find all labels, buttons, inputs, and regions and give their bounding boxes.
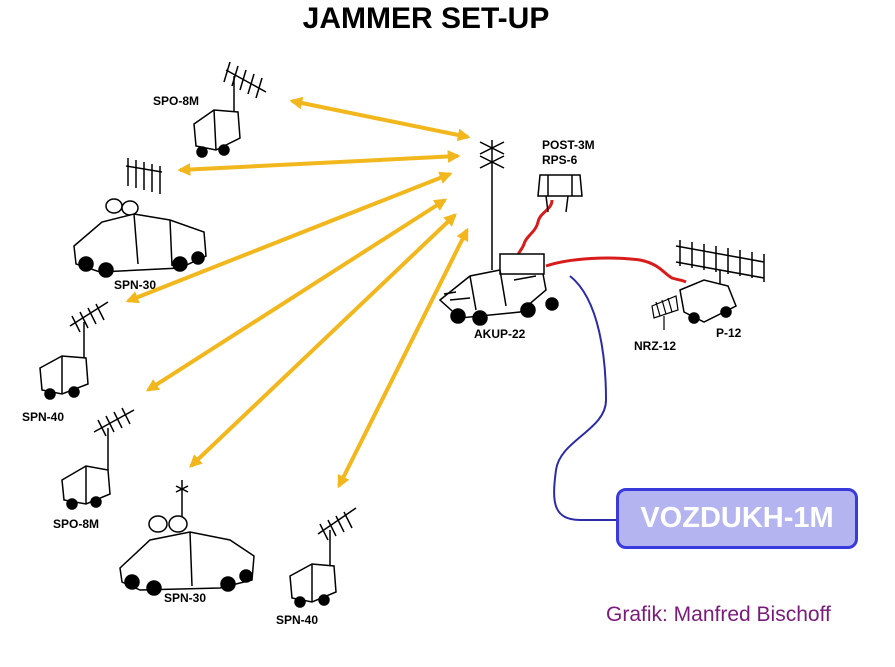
spo8m-bottom-icon	[61, 407, 135, 510]
spn40-bottom-icon	[289, 507, 357, 608]
label-spo8m-bottom: SPO-8M	[53, 517, 100, 531]
red-cables	[516, 199, 687, 284]
label-rps6: RPS-6	[542, 153, 578, 167]
link-spn30-top	[177, 150, 461, 176]
label-spn40-bottom: SPN-40	[276, 613, 319, 627]
spn30-top-icon	[73, 158, 207, 278]
spn30-bottom-icon	[119, 480, 255, 596]
cable-p12	[545, 256, 687, 284]
vozdukh-command-box: VOZDUKH-1M	[616, 488, 858, 549]
credit-text: Grafik: Manfred Bischoff	[606, 603, 831, 626]
label-spn30-bottom: SPN-30	[164, 591, 207, 605]
label-spn40-left: SPN-40	[22, 410, 65, 424]
link-spn40-bottom	[337, 227, 469, 489]
spn40-left-icon	[39, 301, 109, 400]
p12-radar-icon	[675, 240, 765, 324]
spo8m-top-icon	[193, 61, 267, 158]
akup22-truck-icon	[438, 253, 559, 326]
diagram-title: JAMMER SET-UP	[302, 2, 550, 35]
label-spo8m-top: SPO-8M	[153, 94, 200, 108]
label-post3m: POST-3M	[542, 138, 595, 152]
cable-vozdukh	[553, 275, 618, 521]
label-akup22: AKUP-22	[474, 327, 526, 341]
label-spn30-top: SPN-30	[114, 278, 157, 292]
label-nrz12: NRZ-12	[634, 339, 677, 353]
radio-links	[125, 96, 471, 489]
mast-icon	[479, 140, 505, 270]
label-p12: P-12	[716, 326, 742, 340]
link-spo8m-top	[289, 96, 471, 142]
nrz12-antenna-icon	[651, 295, 679, 330]
link-spn30-bottom	[189, 213, 457, 468]
post3m-unit-icon	[537, 174, 583, 213]
cable-post3m	[516, 199, 554, 257]
